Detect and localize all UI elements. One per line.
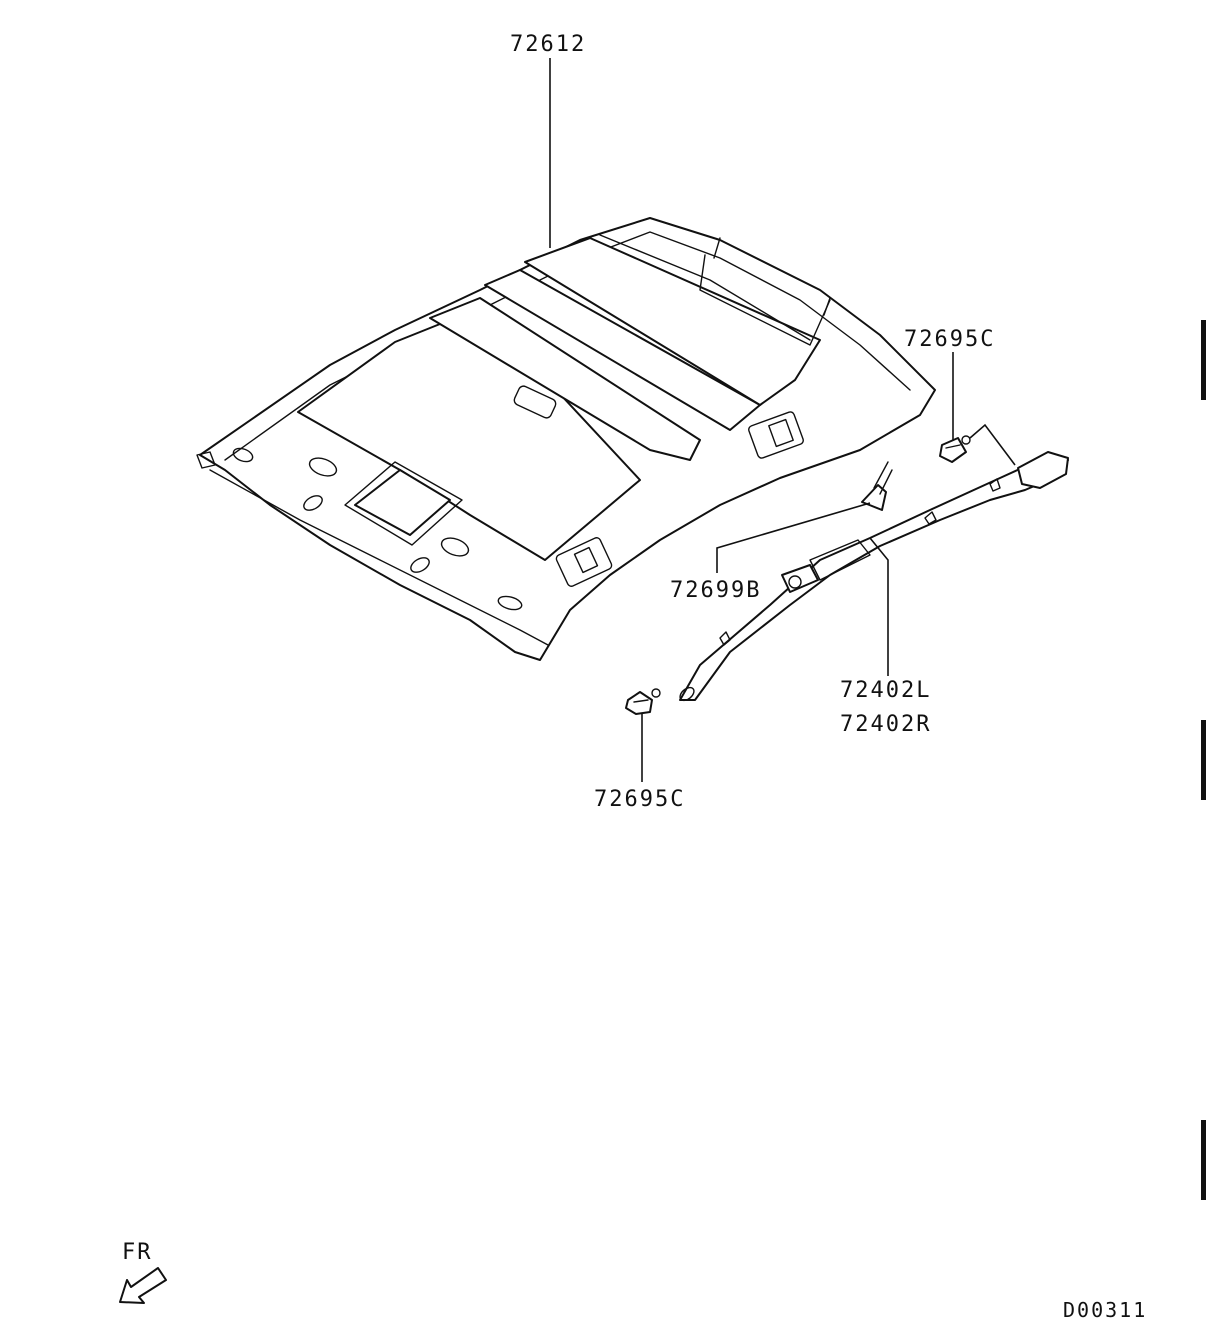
clip-center-illustration — [861, 461, 893, 511]
side-garnish-illustration — [679, 451, 1069, 702]
part-label-72402l: 72402L — [840, 678, 932, 703]
figure-code: D00311 — [1063, 1298, 1148, 1322]
part-label-72695c-lower: 72695C — [594, 787, 686, 812]
margin-bar — [1201, 320, 1206, 400]
front-direction-label: FR — [122, 1240, 153, 1265]
part-label-72699b: 72699B — [670, 578, 762, 603]
part-label-72612: 72612 — [510, 32, 587, 57]
front-arrow-icon — [119, 1267, 167, 1304]
leader-lines — [549, 58, 1016, 782]
clip-lower-left-illustration — [625, 688, 661, 715]
roof-headlining-illustration — [196, 217, 936, 661]
part-label-72402r: 72402R — [840, 712, 932, 737]
margin-bar — [1201, 1120, 1206, 1200]
margin-bar — [1201, 720, 1206, 800]
clip-upper-right-illustration — [939, 435, 971, 463]
part-label-72695c-upper: 72695C — [904, 327, 996, 352]
